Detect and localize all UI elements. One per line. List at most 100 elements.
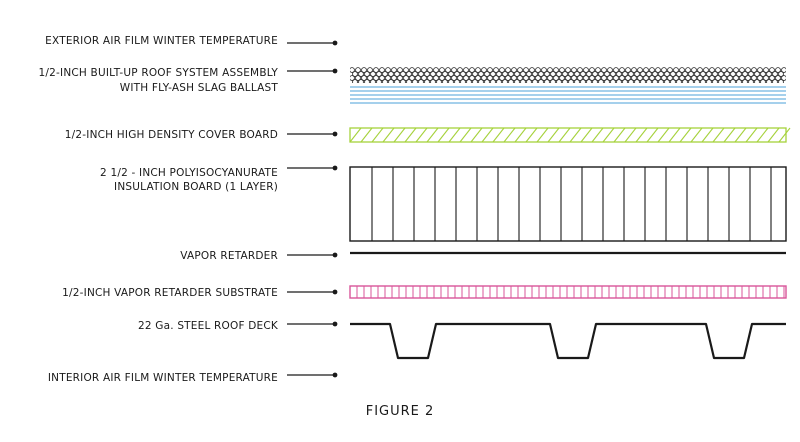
ballast-stone: [625, 75, 631, 81]
label-interior-air-film: INTERIOR AIR FILM WINTER TEMPERATURE: [48, 372, 338, 384]
leader-dot: [332, 165, 338, 171]
ballast-stone: [676, 71, 682, 77]
ballast-stone: [709, 67, 715, 73]
cover-board-hatch: [558, 127, 571, 143]
steel-roof-deck-profile: [350, 322, 786, 360]
cover-board-hatch: [382, 127, 395, 143]
ballast-stone: [730, 79, 736, 83]
ballast-stone: [466, 79, 472, 83]
ballast-stone: [523, 67, 529, 73]
ballast-stone: [778, 79, 784, 83]
cover-board-hatch: [481, 127, 494, 143]
ballast-stone: [610, 79, 616, 83]
cover-board-hatch: [712, 127, 725, 143]
ballast-stone: [532, 79, 538, 83]
ballast-stone: [553, 75, 559, 81]
ballast-stone: [739, 75, 745, 81]
ballast-stone: [517, 67, 523, 73]
ballast-stone: [598, 71, 604, 77]
ballast-stone: [688, 71, 694, 77]
ballast-stone: [370, 79, 376, 83]
ballast-stone: [637, 67, 643, 73]
cover-board-hatch: [591, 127, 604, 143]
ballast-stone: [433, 75, 439, 81]
ballast-stone: [562, 79, 568, 83]
ballast-stone: [472, 79, 478, 83]
ballast-stone: [358, 71, 364, 77]
ballast-stone: [781, 75, 786, 81]
ballast-stone: [370, 71, 376, 77]
ballast-stone: [355, 75, 361, 81]
vapor-retarder-substrate-layer: [349, 285, 787, 299]
ballast-stone: [664, 71, 670, 77]
ballast-stone: [502, 71, 508, 77]
ballast-stone: [745, 67, 751, 73]
cover-board-hatch: [778, 127, 791, 143]
cover-board-hatch: [624, 127, 637, 143]
ballast-stone: [583, 75, 589, 81]
ballast-stone: [376, 71, 382, 77]
cover-board-hatch: [437, 127, 450, 143]
ballast-stone: [694, 79, 700, 83]
ballast-stone: [715, 67, 721, 73]
ballast-stone: [706, 71, 712, 77]
leader-dot: [332, 40, 338, 46]
ballast-stone: [646, 71, 652, 77]
ballast-stone: [415, 75, 421, 81]
ballast-stone: [598, 79, 604, 83]
ballast-stone: [685, 67, 691, 73]
leader-dot: [332, 321, 338, 327]
slag-ballast-layer: [350, 67, 786, 83]
steel-deck-text: 22 Ga. STEEL ROOF DECK: [138, 320, 279, 332]
ballast-stone: [703, 67, 709, 73]
ballast-stone: [463, 67, 469, 73]
ballast-stone: [424, 79, 430, 83]
ballast-stone: [766, 79, 772, 83]
ballast-stone: [640, 79, 646, 83]
ballast-stone: [403, 67, 409, 73]
leader-dot: [332, 372, 338, 378]
figure-caption: FIGURE 2: [366, 404, 435, 419]
cover-board-hatch: [514, 127, 527, 143]
cover-board-hatch: [701, 127, 714, 143]
ballast-stone: [718, 71, 724, 77]
label-exterior-air-film: EXTERIOR AIR FILM WINTER TEMPERATURE: [45, 35, 338, 47]
ballast-stone: [544, 79, 550, 83]
ballast-stone: [724, 79, 730, 83]
ballast-stone: [445, 67, 451, 73]
cover-board-hatch: [723, 127, 736, 143]
ballast-stone: [430, 79, 436, 83]
ballast-stone: [451, 75, 457, 81]
cover-board-text: 1/2-INCH HIGH DENSITY COVER BOARD: [65, 129, 278, 141]
ballast-stone: [595, 67, 601, 73]
ballast-stone: [427, 75, 433, 81]
ballast-stone: [667, 67, 673, 73]
ballast-stone: [628, 79, 634, 83]
ballast-stone: [400, 71, 406, 77]
ballast-stone: [661, 67, 667, 73]
ballast-stone: [589, 75, 595, 81]
ballast-stone: [439, 75, 445, 81]
cover-board-hatch: [525, 127, 538, 143]
cover-board-hatch: [547, 127, 560, 143]
ballast-stone: [553, 67, 559, 73]
ballast-stone: [748, 79, 754, 83]
ballast-stone: [559, 67, 565, 73]
ballast-stone: [757, 67, 763, 73]
ballast-stone: [508, 79, 514, 83]
ballast-stone: [715, 75, 721, 81]
cover-board-hatch: [360, 127, 373, 143]
cover-board-hatch: [734, 127, 747, 143]
ballast-stone: [760, 71, 766, 77]
ballast-stone: [391, 67, 397, 73]
ballast-stone: [451, 67, 457, 73]
ballast-stone: [772, 79, 778, 83]
cover-board-hatch: [492, 127, 505, 143]
ballast-stone: [730, 71, 736, 77]
cover-board-hatch: [745, 127, 758, 143]
cover-board-hatch: [635, 127, 648, 143]
ballast-stone: [772, 71, 778, 77]
ballast-stone: [568, 79, 574, 83]
ballast-stone: [682, 79, 688, 83]
ballast-stone: [781, 67, 786, 73]
